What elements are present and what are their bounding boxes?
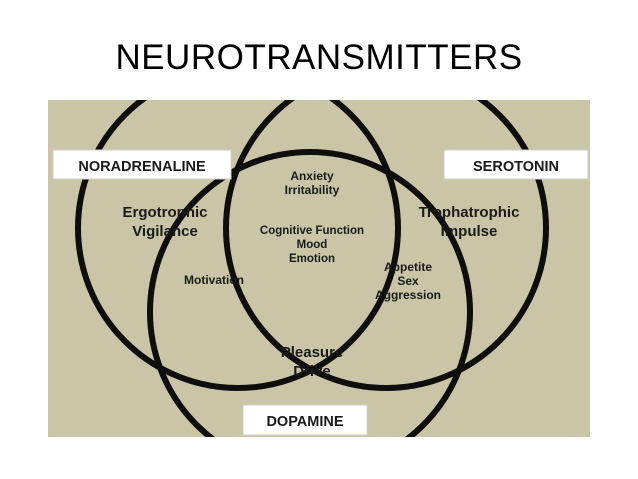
dopamine-box — [242, 404, 368, 436]
venn-diagram-svg: NORADRENALINE SEROTONIN DOPAMINE Ergotro… — [48, 100, 590, 437]
dopamine-circle — [147, 149, 473, 437]
region-text: Irritability — [285, 183, 340, 197]
region-text: Pleasure — [281, 344, 344, 361]
noradrenaline-label: NORADRENALINE — [78, 159, 206, 175]
dopamine-label: DOPAMINE — [266, 414, 343, 430]
region-text: Mood — [297, 239, 328, 251]
region-text: Impulse — [441, 223, 498, 240]
region-text: Aggression — [375, 288, 441, 302]
region-text: Trophatrophic — [419, 204, 520, 221]
region-text: Ergotrophic — [123, 204, 208, 221]
region-text: Sex — [397, 274, 419, 288]
region-text: Emotion — [289, 253, 335, 265]
region-text: Appetite — [384, 260, 432, 274]
region-text: Cognitive Function — [260, 225, 364, 237]
region-text: Drive — [293, 363, 331, 380]
serotonin-circle — [223, 100, 549, 391]
region-text: Anxiety — [290, 169, 334, 183]
region-text: Vigilance — [132, 223, 198, 240]
slide-title: NEUROTRANSMITTERS — [115, 38, 523, 77]
serotonin-box — [443, 149, 589, 180]
region-text: Motivation — [184, 273, 244, 287]
noradrenaline-box — [52, 149, 232, 180]
noradrenaline-circle — [75, 100, 401, 391]
serotonin-label: SEROTONIN — [473, 159, 559, 175]
venn-diagram: NORADRENALINE SEROTONIN DOPAMINE Ergotro… — [48, 100, 590, 437]
